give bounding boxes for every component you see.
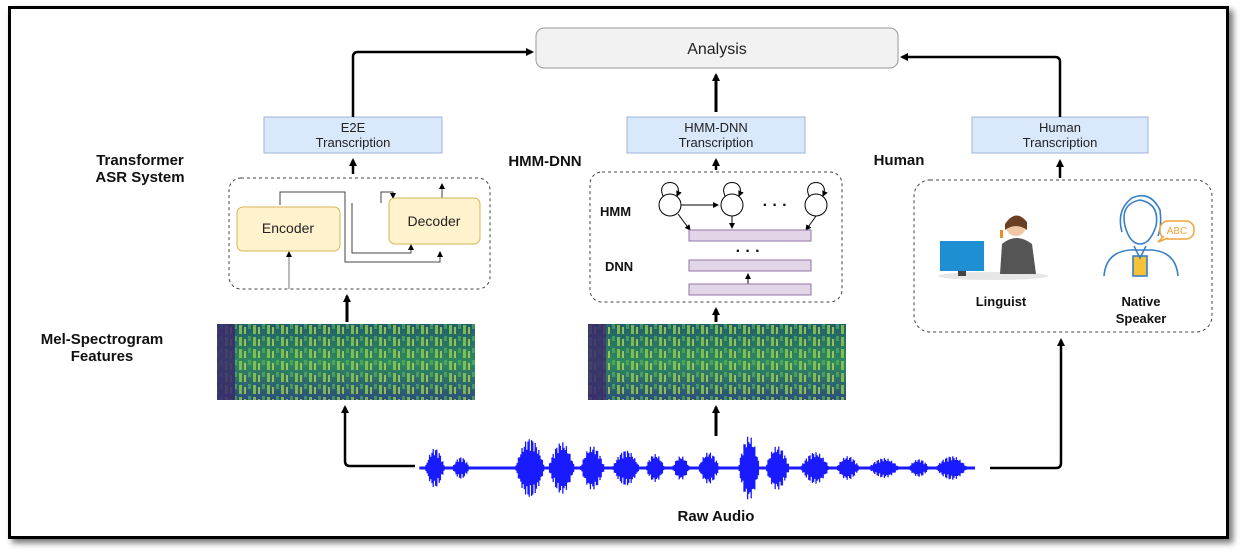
speech-bubble-text: ABC [1167, 226, 1188, 237]
speech-bubble-icon: ABC [1157, 220, 1195, 243]
dnn-layer-top [688, 229, 812, 242]
spectrogram-left [217, 324, 475, 400]
e2e-transcription-box: E2E Transcription [263, 116, 443, 154]
arrow-audio-to-human [990, 338, 1065, 470]
native-speaker-line1: Native [1121, 294, 1160, 309]
human-transcription-line1: Human [1039, 120, 1081, 135]
linguist-icon [938, 215, 1048, 280]
human-container: Linguist ABC Native Speaker [913, 159, 1213, 333]
hmm-dnn-transcription-box: HMM-DNN Transcription [626, 116, 806, 154]
encoder-block [236, 206, 341, 252]
e2e-transcription-line1: E2E [341, 120, 366, 135]
spectrogram-right [588, 324, 846, 400]
analysis-box: Analysis [535, 27, 899, 69]
arrow-human-to-analysis [900, 53, 1062, 117]
hmm-dnn-transcription-line2: Transcription [679, 135, 754, 150]
dnn-layer-middle [688, 259, 812, 272]
linguist-label: Linguist [976, 294, 1027, 309]
human-transcription-line2: Transcription [1023, 135, 1098, 150]
hmm-dnn-system-label: HMM-DNN [508, 153, 581, 170]
analysis-label: Analysis [687, 41, 747, 58]
raw-audio-waveform [419, 436, 976, 500]
transformer-label-line2: ASR System [95, 169, 184, 186]
hmm-dnn-transcription-line1: HMM-DNN [684, 120, 748, 135]
decoder-label: Decoder [408, 213, 461, 229]
hmm-label: HMM [600, 204, 631, 219]
dnn-dots: · · · [736, 243, 761, 260]
encoder-label: Encoder [262, 220, 314, 236]
decoder-block [388, 197, 481, 245]
human-transcription-box: Human Transcription [971, 116, 1149, 154]
hmm-states [658, 182, 828, 231]
dnn-layer-bottom [688, 283, 812, 296]
mel-spectrogram-label-line2: Features [71, 348, 134, 365]
waveform-path [419, 436, 976, 500]
mel-spectrogram-label-line1: Mel-Spectrogram [41, 331, 164, 348]
transformer-asr-container: Encoder Decoder [228, 158, 491, 290]
arrow-e2e-to-analysis [351, 48, 534, 117]
human-system-label: Human [874, 152, 925, 169]
hmm-dnn-container: HMM DNN · · · · · · [589, 158, 843, 303]
dnn-label: DNN [605, 259, 633, 274]
e2e-transcription-line2: Transcription [316, 135, 391, 150]
arrow-audio-to-left-spectrogram [341, 405, 415, 468]
hmm-dots: · · · [763, 197, 788, 214]
raw-audio-label: Raw Audio [678, 508, 755, 525]
native-speaker-line2: Speaker [1116, 311, 1167, 326]
transformer-label-line1: Transformer [96, 152, 184, 169]
